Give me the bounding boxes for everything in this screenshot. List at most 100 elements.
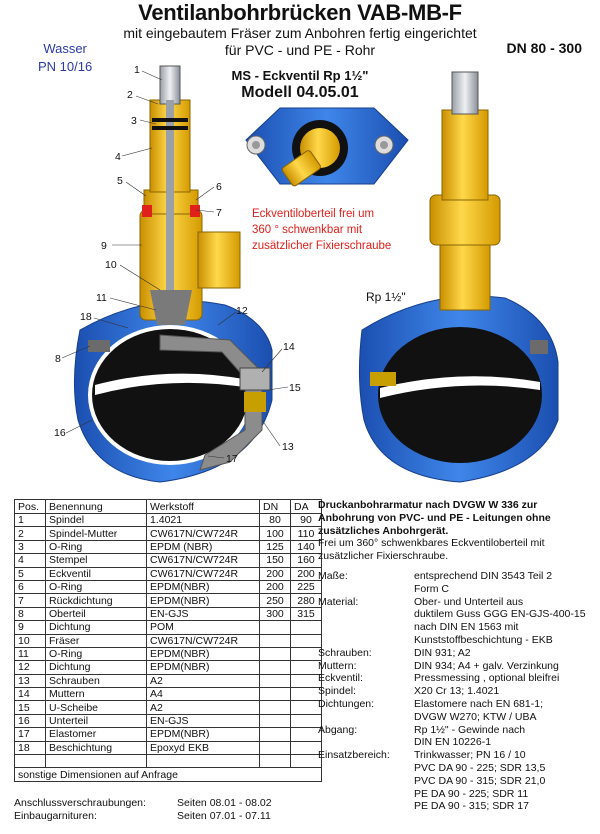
part-label-14: 14 [283, 341, 295, 353]
cell-material: EN-GJS [146, 713, 260, 729]
cell-dn [259, 687, 291, 702]
col-header-dn: DN [259, 499, 291, 514]
cell-dn [259, 673, 291, 689]
cell-dn: 200 [259, 579, 291, 595]
valve-label: MS - Eckventil Rp 1½" [231, 68, 369, 83]
swivel-callout: Eckventiloberteil frei um 360 ° schwenkb… [252, 206, 391, 254]
cell-dn [259, 646, 291, 662]
part-label-4: 4 [115, 151, 121, 163]
cell-dn: 200 [259, 566, 291, 581]
spec-value: PVC DA 90 - 315; SDR 21,0 [414, 774, 546, 787]
spec-value: DIN EN 10226-1 [414, 736, 492, 749]
outside-view [358, 71, 559, 483]
cell-da [290, 727, 322, 742]
cell-da: 90 [290, 512, 322, 528]
description: Druckanbohrarmatur nach DVGW W 336 zur A… [318, 499, 594, 563]
cell-da [290, 713, 322, 729]
cell-pos: 3 [14, 539, 46, 555]
part-label-2: 2 [127, 89, 133, 101]
product-illustration: 1 2 3 4 5 6 7 9 10 11 18 12 8 14 15 16 1… [54, 64, 559, 483]
cell-material: EPDM(NBR) [146, 593, 260, 608]
subtitle-line-2: für PVC - und PE - Rohr [224, 42, 376, 58]
cell-material: POM [146, 620, 260, 635]
spec-value: PE DA 90 - 225; SDR 11 [414, 787, 529, 800]
part-label-3: 3 [131, 115, 137, 127]
spec-key: Eckventil: [318, 672, 363, 685]
thread-label: Rp 1½" [366, 290, 406, 304]
cell-dn [259, 713, 291, 729]
cell-name: U-Scheibe [45, 700, 147, 715]
dn-range: DN 80 - 300 [506, 40, 582, 56]
callout-line-3: zusätzlicher Fixierschraube [252, 240, 392, 252]
cell-pos: 2 [14, 526, 46, 541]
cell-material: CW617N/CW724R [146, 566, 260, 581]
spec-value: PE DA 90 - 315; SDR 17 [414, 800, 529, 813]
part-label-11: 11 [96, 292, 107, 304]
cell-name: Beschichtung [45, 740, 147, 756]
cell-material: EPDM(NBR) [146, 646, 260, 662]
cell-material: 1.4021 [146, 512, 260, 528]
spec-value: Ober- und Unterteil aus [414, 595, 524, 608]
cell-pos: 9 [14, 620, 46, 635]
cell-name: Fräser [45, 633, 147, 648]
part-label-9: 9 [101, 240, 107, 252]
cell-pos: 16 [14, 713, 46, 729]
cell-material: EPDM (NBR) [146, 539, 260, 555]
cell-material: CW617N/CW724R [146, 553, 260, 568]
cell-name: Elastomer [45, 727, 147, 742]
cell-pos: 1 [14, 512, 46, 528]
reference-label: Einbaugarnituren: [14, 810, 97, 822]
spec-value: DIN 931; A2 [414, 646, 471, 659]
cell-dn [259, 620, 291, 635]
reference-value: Seiten 07.01 - 07.11 [177, 810, 271, 822]
section-view [73, 65, 273, 483]
cell-dn [259, 700, 291, 715]
spec-value: Elastomere nach EN 681-1; [414, 698, 543, 710]
part-label-12: 12 [236, 305, 248, 317]
cell-name: Oberteil [45, 606, 147, 622]
cell-dn: 150 [259, 553, 291, 568]
cell-material: EPDM(NBR) [146, 727, 260, 742]
cell-material: EN-GJS [146, 606, 260, 622]
cell-dn: 100 [259, 526, 291, 541]
cell-da [290, 620, 322, 635]
spec-value: Rp 1½" - Gewinde nach [414, 723, 526, 736]
col-header-name: Benennung [45, 499, 147, 514]
cell-da [290, 673, 322, 689]
cell-name: Spindel [45, 512, 147, 528]
cell-material: A4 [146, 687, 260, 702]
cell-material: CW617N/CW724R [146, 526, 260, 541]
spec-value: X20 Cr 13; 1.4021 [414, 685, 500, 698]
page-title: Ventilanbohrbrücken VAB-MB-F [138, 0, 462, 25]
part-label-15: 15 [289, 382, 301, 394]
cell-pos: 6 [14, 579, 46, 595]
medium-block: Wasser PN 10/16 [38, 40, 92, 76]
table-header-row: Pos. Benennung Werkstoff DN DA [14, 499, 322, 514]
spec-key: Schrauben: [318, 646, 372, 659]
col-header-material: Werkstoff [146, 499, 260, 514]
cell-da: 160 [290, 553, 322, 568]
valve-top-view [245, 107, 409, 187]
cell-name: O-Ring [45, 539, 147, 555]
part-label-10: 10 [105, 259, 117, 271]
cell-material: A2 [146, 700, 260, 715]
spec-value: Pressmessing , optional bleifrei [414, 672, 560, 685]
cell-pos: 5 [14, 566, 46, 581]
cell-name: O-Ring [45, 579, 147, 595]
model-label: Modell 04.05.01 [241, 84, 359, 101]
spec-key: Einsatzbereich: [318, 749, 390, 762]
spec-value: Trinkwasser; PN 16 / 10 [414, 749, 526, 762]
cell-name: Dichtung [45, 620, 147, 635]
cell-name: Rückdichtung [45, 593, 147, 608]
cell-da [290, 687, 322, 702]
cell-da: 280 [290, 593, 322, 608]
cell-dn: 250 [259, 593, 291, 608]
spec-value: DVGW W270; KTW / UBA [414, 710, 537, 723]
cell-material: Epoxyd EKB [146, 740, 260, 756]
table-footer-note: sonstige Dimensionen auf Anfrage [14, 767, 322, 782]
